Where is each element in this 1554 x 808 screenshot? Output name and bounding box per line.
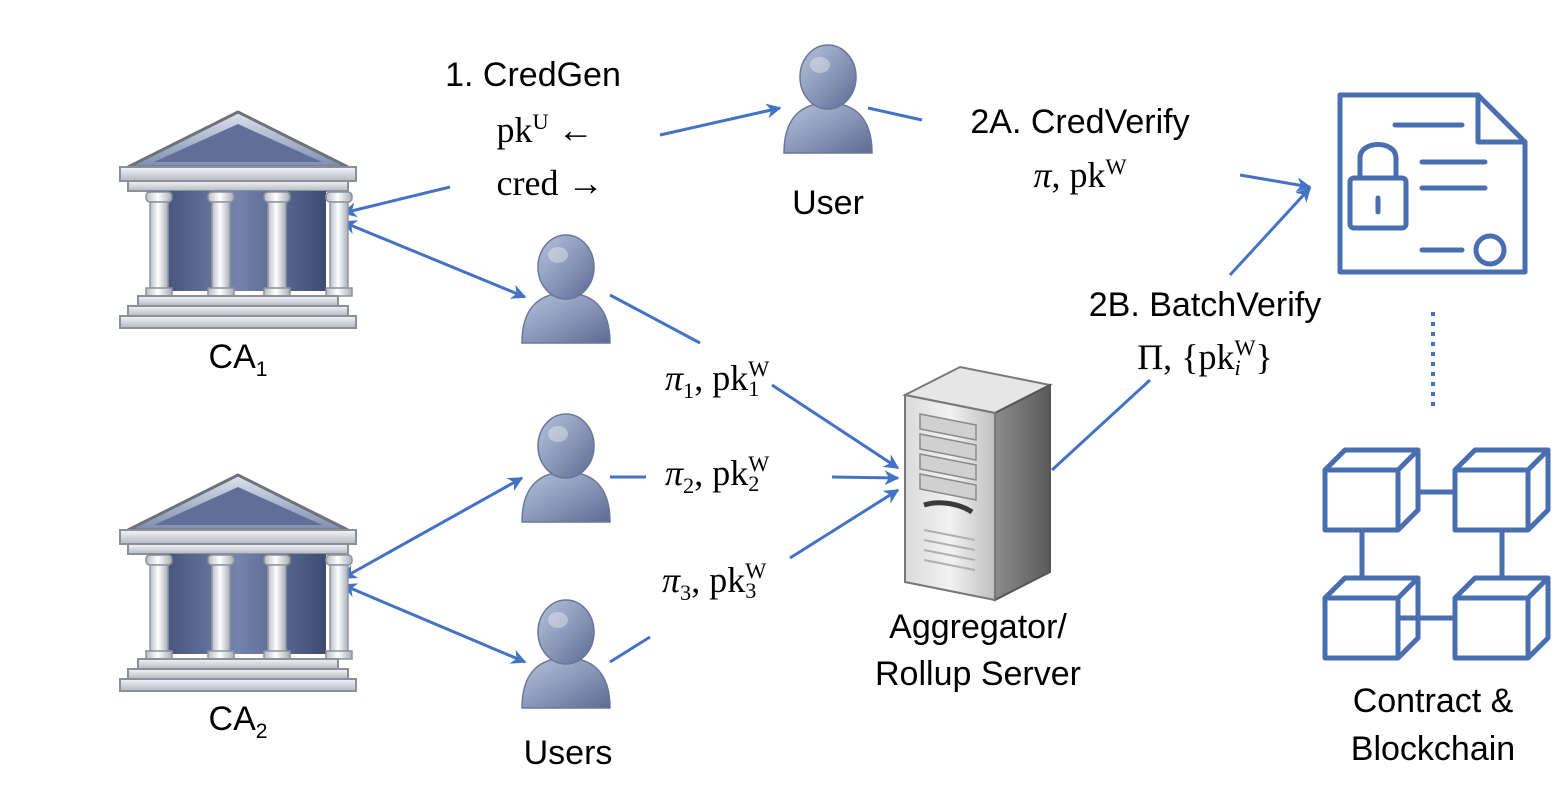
contract-label-line2: Blockchain bbox=[1350, 730, 1516, 768]
user-person-icon bbox=[783, 44, 873, 154]
users-person-icon-1 bbox=[521, 234, 611, 344]
arrow-batchverify-to-contract bbox=[1228, 186, 1312, 277]
credverify-params: π, pkW bbox=[1033, 154, 1127, 195]
user-label: User bbox=[792, 184, 864, 222]
arrow-ca2-user2 bbox=[341, 476, 524, 580]
users-person-icon-3 bbox=[521, 599, 611, 709]
contract-label-line1: Contract & bbox=[1352, 682, 1514, 720]
locked-document-icon bbox=[1337, 92, 1528, 275]
arrow-proof3-to-aggregator bbox=[789, 488, 900, 560]
arrow-credgen-to-user bbox=[659, 103, 782, 137]
arrow-ca2-user3 bbox=[341, 583, 527, 664]
server-tower-icon bbox=[901, 365, 1054, 602]
ca2-label: CA2 bbox=[208, 700, 268, 743]
ca2-bank-icon bbox=[118, 473, 358, 693]
line-user-to-credverify bbox=[867, 106, 923, 122]
ca1-label: CA1 bbox=[208, 338, 268, 381]
users-label: Users bbox=[523, 734, 613, 772]
batchverify-title: 2B. BatchVerify bbox=[1088, 286, 1322, 324]
credgen-pk-line: pkU ← bbox=[496, 109, 594, 150]
blockchain-cubes-icon bbox=[1322, 447, 1551, 661]
credgen-title: 1. CredGen bbox=[445, 56, 621, 94]
arrow-user1-to-aggregator bbox=[609, 293, 701, 345]
ca1-bank-icon bbox=[118, 110, 358, 330]
arrow-credgen-to-ca1 bbox=[341, 185, 451, 218]
line-aggregator-to-batchverify bbox=[1050, 378, 1152, 472]
aggregator-label-line2: Rollup Server bbox=[875, 655, 1081, 693]
credverify-title: 2A. CredVerify bbox=[970, 103, 1190, 141]
connectors bbox=[341, 103, 1435, 664]
arrow-proof2-to-aggregator bbox=[831, 470, 900, 486]
arrow-credverify-to-contract bbox=[1239, 173, 1312, 193]
credgen-cred-line: cred → bbox=[496, 163, 604, 203]
users-person-icon-2 bbox=[521, 413, 611, 523]
line-user3-to-proof3 bbox=[609, 635, 651, 664]
arrow-ca1-user1 bbox=[341, 220, 527, 299]
aggregator-label-line1: Aggregator/ bbox=[889, 608, 1067, 646]
